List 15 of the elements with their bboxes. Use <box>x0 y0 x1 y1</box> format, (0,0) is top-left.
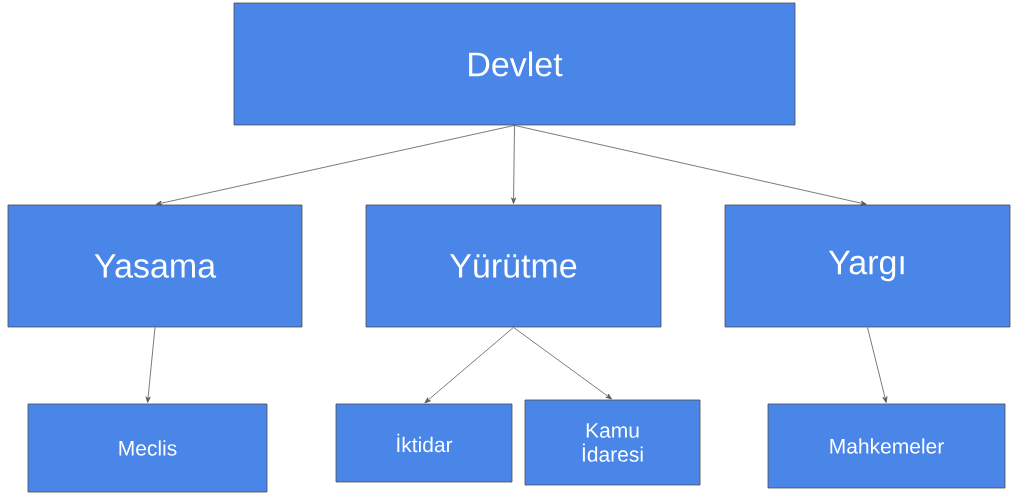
box: Devlet <box>233 2 796 126</box>
box: Yargı <box>724 204 1011 328</box>
arrow <box>514 125 867 206</box>
box: Yasama <box>7 204 303 328</box>
box: Mahkemeler <box>767 403 1006 489</box>
arrow <box>511 125 517 204</box>
arrow <box>513 327 612 400</box>
arrow <box>155 125 515 206</box>
box: Kamu İdaresi <box>524 399 701 486</box>
arrow <box>424 327 514 404</box>
box: İktidar <box>335 403 513 483</box>
box: Meclis <box>27 403 268 493</box>
arrow <box>145 327 156 403</box>
box: Yürütme <box>365 204 662 328</box>
arrow <box>867 327 888 403</box>
